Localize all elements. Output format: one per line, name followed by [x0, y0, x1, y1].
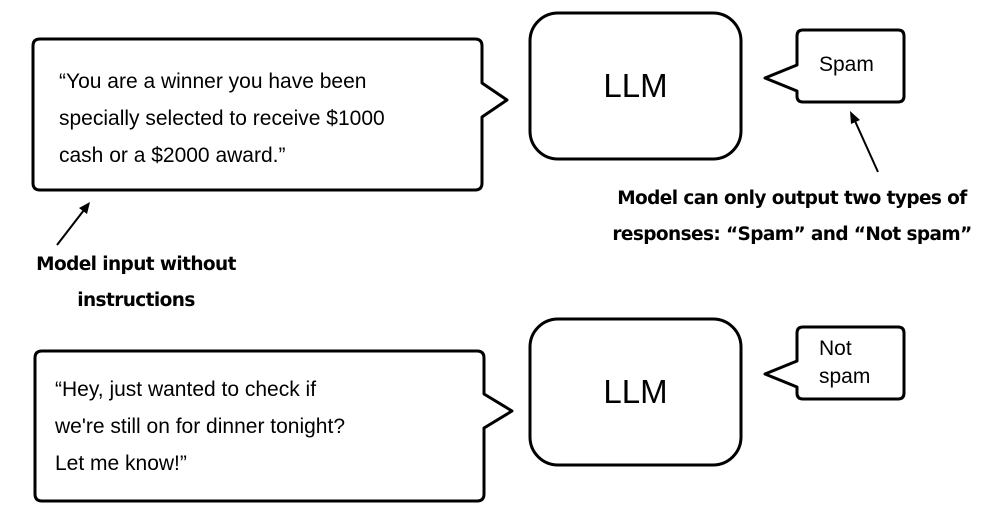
input-bubble-2 [33, 349, 514, 503]
llm-box-1 [528, 11, 743, 161]
output-annotation-arrow [850, 111, 879, 173]
input-bubble-1 [31, 37, 509, 192]
output-bubble-2 [763, 325, 906, 401]
llm-label-2: LLM [603, 373, 668, 410]
input-annotation: Model input without instructions [36, 254, 236, 311]
llm-label-1: LLM [603, 67, 668, 104]
output-text-2: Not spam [819, 337, 871, 388]
input-text-2: “Hey, just wanted to check if we're stil… [55, 378, 346, 475]
input-text-1: “You are a winner you have been speciall… [59, 70, 385, 167]
output-annotation: Model can only output two types of respo… [612, 188, 972, 245]
llm-box-2 [528, 317, 743, 467]
output-bubble-1 [763, 28, 906, 104]
input-annotation-arrow [56, 202, 90, 246]
output-text-1: Spam [819, 53, 874, 76]
